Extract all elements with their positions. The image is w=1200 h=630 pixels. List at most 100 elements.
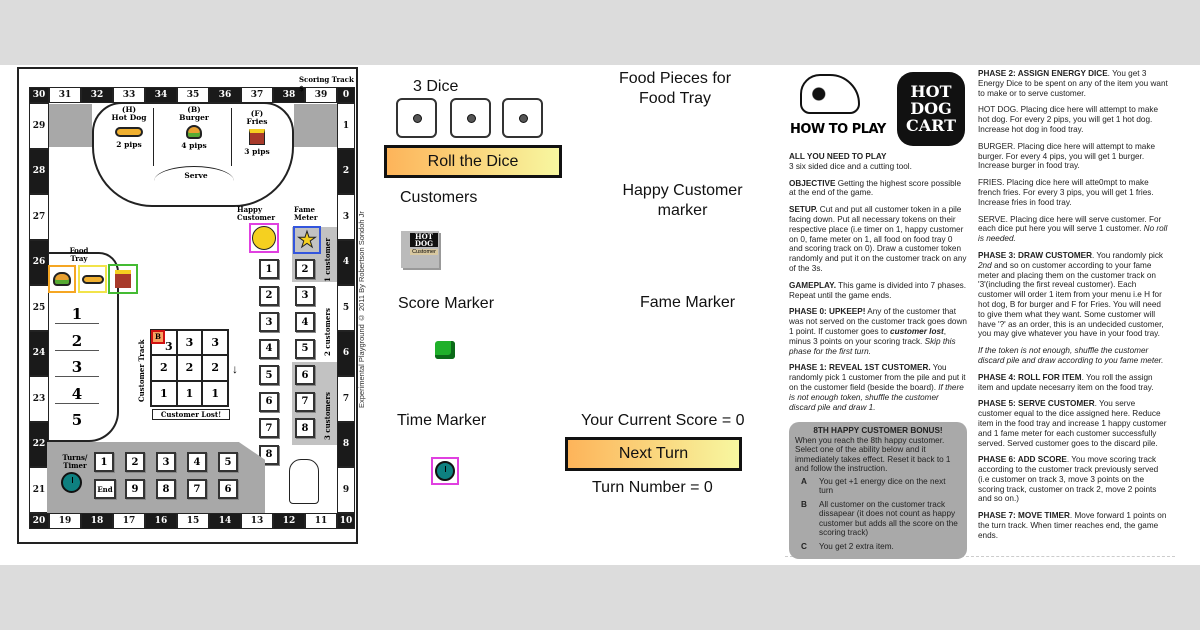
rules-paragraph: HOT DOG. Placing dice here will attempt … <box>978 105 1170 134</box>
track-cell[interactable]: 39 <box>305 87 337 103</box>
tray-hotdog-slot[interactable] <box>78 265 107 293</box>
turn-cell[interactable]: 7 <box>187 479 207 499</box>
happy-track-cell[interactable]: 4 <box>259 338 279 359</box>
track-cell[interactable]: 16 <box>145 513 177 529</box>
track-cell[interactable]: 34 <box>145 87 177 103</box>
fame-track-cell[interactable]: 2 <box>295 259 315 279</box>
track-cell[interactable]: 28 <box>29 148 49 194</box>
tray-fries-slot[interactable] <box>108 264 138 294</box>
track-cell[interactable]: 35 <box>177 87 209 103</box>
turn-cell[interactable]: 5 <box>218 452 238 472</box>
track-cell[interactable]: 32 <box>81 87 113 103</box>
track-cell[interactable]: 38 <box>273 87 305 103</box>
track-cell[interactable]: 19 <box>49 513 81 529</box>
track-cell[interactable]: 27 <box>29 194 49 240</box>
menu-fries[interactable]: (F) Fries 3 pips <box>232 110 282 156</box>
track-cell[interactable]: 11 <box>305 513 337 529</box>
hotdog-icon <box>115 127 143 137</box>
happy-track-cell[interactable]: 2 <box>259 285 279 306</box>
fame-track-cell[interactable]: 7 <box>295 391 315 412</box>
track-cell[interactable]: 22 <box>29 421 49 467</box>
time-marker[interactable] <box>431 457 459 485</box>
turn-cell[interactable]: 6 <box>218 479 238 499</box>
customer-track-cell[interactable]: 1 <box>151 380 177 406</box>
fame-track-cell[interactable]: 5 <box>295 338 315 359</box>
track-cell[interactable]: 24 <box>29 330 49 376</box>
track-cell[interactable]: 20 <box>29 513 49 529</box>
fame-track-cell[interactable]: 6 <box>295 365 315 385</box>
fame-track-cell[interactable]: 3 <box>295 285 315 306</box>
food-tray-level[interactable]: 3 <box>55 358 99 377</box>
track-cell[interactable]: 23 <box>29 376 49 422</box>
menu-bubble: (H) Hot Dog 2 pips (B) Burger 4 pips (F)… <box>92 102 294 207</box>
customer-token[interactable]: B <box>151 330 165 344</box>
tray-burger-slot[interactable] <box>48 265 76 293</box>
happy-customer-marker[interactable] <box>249 223 279 253</box>
track-cell[interactable]: 29 <box>29 103 49 149</box>
rules-text: PHASE 3: DRAW CUSTOMER <box>978 250 1093 260</box>
turn-cell[interactable]: 1 <box>94 452 114 472</box>
track-cell[interactable]: 30 <box>29 87 49 103</box>
track-cell[interactable]: 1 <box>337 103 355 149</box>
menu-hotdog[interactable]: (H) Hot Dog 2 pips <box>104 106 154 149</box>
track-cell[interactable]: 10 <box>337 513 355 529</box>
turn-cell[interactable]: 8 <box>156 479 176 499</box>
track-cell[interactable]: 2 <box>337 148 355 194</box>
customer-track-cell[interactable]: 3 <box>202 330 228 356</box>
food-tray-level[interactable]: 5 <box>71 411 83 429</box>
track-cell[interactable]: 0 <box>337 87 355 103</box>
track-cell[interactable]: 14 <box>209 513 241 529</box>
track-cell[interactable]: 8 <box>337 421 355 467</box>
food-tray-level[interactable]: 2 <box>55 332 99 351</box>
turn-cell[interactable]: 3 <box>156 452 176 472</box>
happy-track-cell[interactable]: 1 <box>259 259 279 279</box>
track-cell[interactable]: 12 <box>273 513 305 529</box>
food-tray-level[interactable]: 1 <box>55 305 99 324</box>
customer-track-cell[interactable]: 2 <box>202 355 228 381</box>
customer-track-cell[interactable]: 1 <box>202 380 228 406</box>
happy-track-cell[interactable]: 5 <box>259 365 279 385</box>
happy-track-cell[interactable]: 8 <box>259 444 279 465</box>
track-cell[interactable]: 26 <box>29 239 49 285</box>
roll-dice-button[interactable]: Roll the Dice <box>384 145 562 178</box>
customer-track-cell[interactable]: 1 <box>176 380 203 406</box>
track-cell[interactable]: 21 <box>29 467 49 513</box>
track-cell[interactable]: 3 <box>337 194 355 240</box>
food-tray-level[interactable]: 4 <box>55 385 99 404</box>
score-marker-cube[interactable] <box>435 341 455 359</box>
track-cell[interactable]: 31 <box>49 87 81 103</box>
track-cell[interactable]: 25 <box>29 285 49 331</box>
happy-track-cell[interactable]: 7 <box>259 418 279 438</box>
track-cell[interactable]: 33 <box>113 87 145 103</box>
customer-track-cell[interactable]: 3 <box>176 330 203 356</box>
die-3[interactable] <box>502 98 543 138</box>
track-cell[interactable]: 18 <box>81 513 113 529</box>
track-cell[interactable]: 36 <box>209 87 241 103</box>
happy-track-cell[interactable]: 3 <box>259 312 279 332</box>
track-cell[interactable]: 15 <box>177 513 209 529</box>
die-2[interactable] <box>450 98 491 138</box>
customer-track-cell[interactable]: 2 <box>151 355 177 381</box>
track-cell[interactable]: 5 <box>337 285 355 331</box>
turn-cell[interactable]: End <box>94 479 116 499</box>
track-cell[interactable]: 17 <box>113 513 145 529</box>
track-cell[interactable]: 9 <box>337 467 355 513</box>
rules-paragraph: PHASE 2: ASSIGN ENERGY DICE. You get 3 E… <box>978 69 1170 98</box>
turn-cell[interactable]: 9 <box>125 479 145 499</box>
fame-track-cell[interactable]: 8 <box>295 418 315 438</box>
turn-cell[interactable]: 4 <box>187 452 207 472</box>
menu-burger[interactable]: (B) Burger 4 pips <box>169 106 219 150</box>
track-cell[interactable]: 37 <box>241 87 273 103</box>
turn-cell[interactable]: 2 <box>125 452 145 472</box>
track-cell[interactable]: 4 <box>337 239 355 285</box>
track-cell[interactable]: 13 <box>241 513 273 529</box>
fame-track-cell[interactable]: 4 <box>295 312 315 332</box>
die-1[interactable] <box>396 98 437 138</box>
next-turn-button[interactable]: Next Turn <box>565 437 742 471</box>
fame-marker[interactable]: ★ <box>293 226 321 254</box>
customer-track-cell[interactable]: 2 <box>176 355 203 381</box>
customer-deck[interactable]: HOT DOG Customer <box>401 231 439 268</box>
track-cell[interactable]: 6 <box>337 330 355 376</box>
track-cell[interactable]: 7 <box>337 376 355 422</box>
happy-track-cell[interactable]: 6 <box>259 391 279 412</box>
